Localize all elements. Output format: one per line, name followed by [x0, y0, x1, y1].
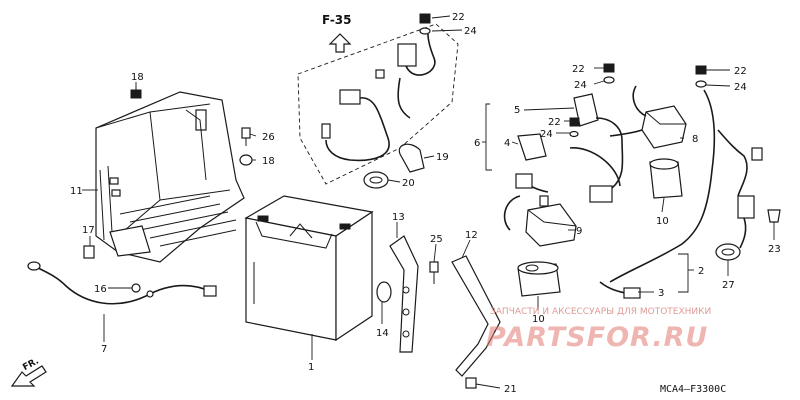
front-direction-marker [10, 365, 47, 387]
callout-9: 9 [576, 226, 582, 237]
starter-relay-9 [503, 195, 577, 247]
callout-26: 26 [262, 132, 275, 143]
nut-22-cover [569, 117, 580, 127]
band-12 [451, 255, 501, 377]
callout-10-upper: 10 [656, 216, 669, 227]
leader-lines [82, 15, 775, 389]
callout-24-top: 24 [464, 26, 477, 37]
nut-22-top [419, 13, 431, 24]
bolt-26 [241, 127, 251, 146]
clamp-20 [363, 171, 389, 189]
callout-18-grommet: 18 [262, 156, 275, 167]
battery-case [95, 91, 245, 263]
forward-reference-arrow [328, 33, 352, 53]
battery-cable [599, 89, 763, 299]
starter-relay-8 [609, 85, 687, 149]
nut-22-relay [603, 63, 615, 73]
washer-24-relay [603, 76, 615, 84]
callout-24-cover: 24 [540, 129, 553, 140]
washer-24-top [419, 27, 431, 35]
callout-labels: 18 26 18 11 17 16 7 1 13 14 25 12 21 22 … [70, 12, 781, 395]
starter-cable-assembly [321, 33, 436, 162]
grommet-23 [767, 209, 781, 223]
callout-5: 5 [514, 105, 520, 116]
callout-2: 2 [698, 266, 704, 277]
callout-27: 27 [722, 280, 735, 291]
clamp-19 [398, 143, 425, 173]
callout-1: 1 [308, 362, 314, 373]
callout-19: 19 [436, 152, 449, 163]
terminal-cover-4 [517, 133, 547, 161]
callout-7: 7 [101, 344, 107, 355]
callout-14: 14 [376, 328, 389, 339]
callout-10-lower: 10 [532, 314, 545, 325]
bracket-13 [389, 235, 419, 353]
callout-20: 20 [402, 178, 415, 189]
nut-22-cable [695, 65, 707, 75]
clip-17 [83, 245, 95, 259]
callout-4: 4 [504, 138, 510, 149]
callout-21: 21 [504, 384, 517, 395]
watermark-brand: PARTSFOR.RU [486, 322, 708, 353]
callout-12: 12 [465, 230, 478, 241]
washer-24-cover [569, 130, 579, 138]
callout-17: 17 [82, 225, 95, 236]
washer-24-cable [695, 80, 707, 88]
callout-24-cable: 24 [734, 82, 747, 93]
starter-relay-cable [515, 117, 624, 203]
clamp-27 [715, 243, 741, 261]
relay-cover-10-upper [649, 158, 683, 199]
grommet-18 [239, 154, 253, 166]
callout-6: 6 [474, 138, 480, 149]
callout-13: 13 [392, 212, 405, 223]
bolt-25 [429, 261, 439, 284]
callout-22-relay: 22 [572, 64, 585, 75]
callout-24-relay: 24 [574, 80, 587, 91]
watermark-caption: ЗАПЧАСТИ И АКСЕССУАРЫ ДЛЯ МОТОТЕХНИКИ [490, 307, 711, 317]
battery [244, 195, 374, 342]
relay-cover-10-lower [517, 261, 561, 297]
callout-22-cable: 22 [734, 66, 747, 77]
drawing-code: MCA4—F3300C [660, 384, 726, 395]
callout-22-cover: 22 [548, 117, 561, 128]
callout-22-top: 22 [452, 12, 465, 23]
callout-18-top: 18 [131, 72, 144, 83]
terminal-cover-5 [573, 93, 599, 127]
callout-25: 25 [430, 234, 443, 245]
f35-assembly-outline [297, 23, 459, 185]
callout-3: 3 [658, 288, 664, 299]
callout-8: 8 [692, 134, 698, 145]
callout-23: 23 [768, 244, 781, 255]
section-reference: F-35 [322, 13, 352, 27]
grommet-14 [376, 281, 392, 303]
callout-16: 16 [94, 284, 107, 295]
bolt-21 [465, 377, 477, 389]
callout-11: 11 [70, 186, 83, 197]
negative-cable [27, 261, 217, 305]
